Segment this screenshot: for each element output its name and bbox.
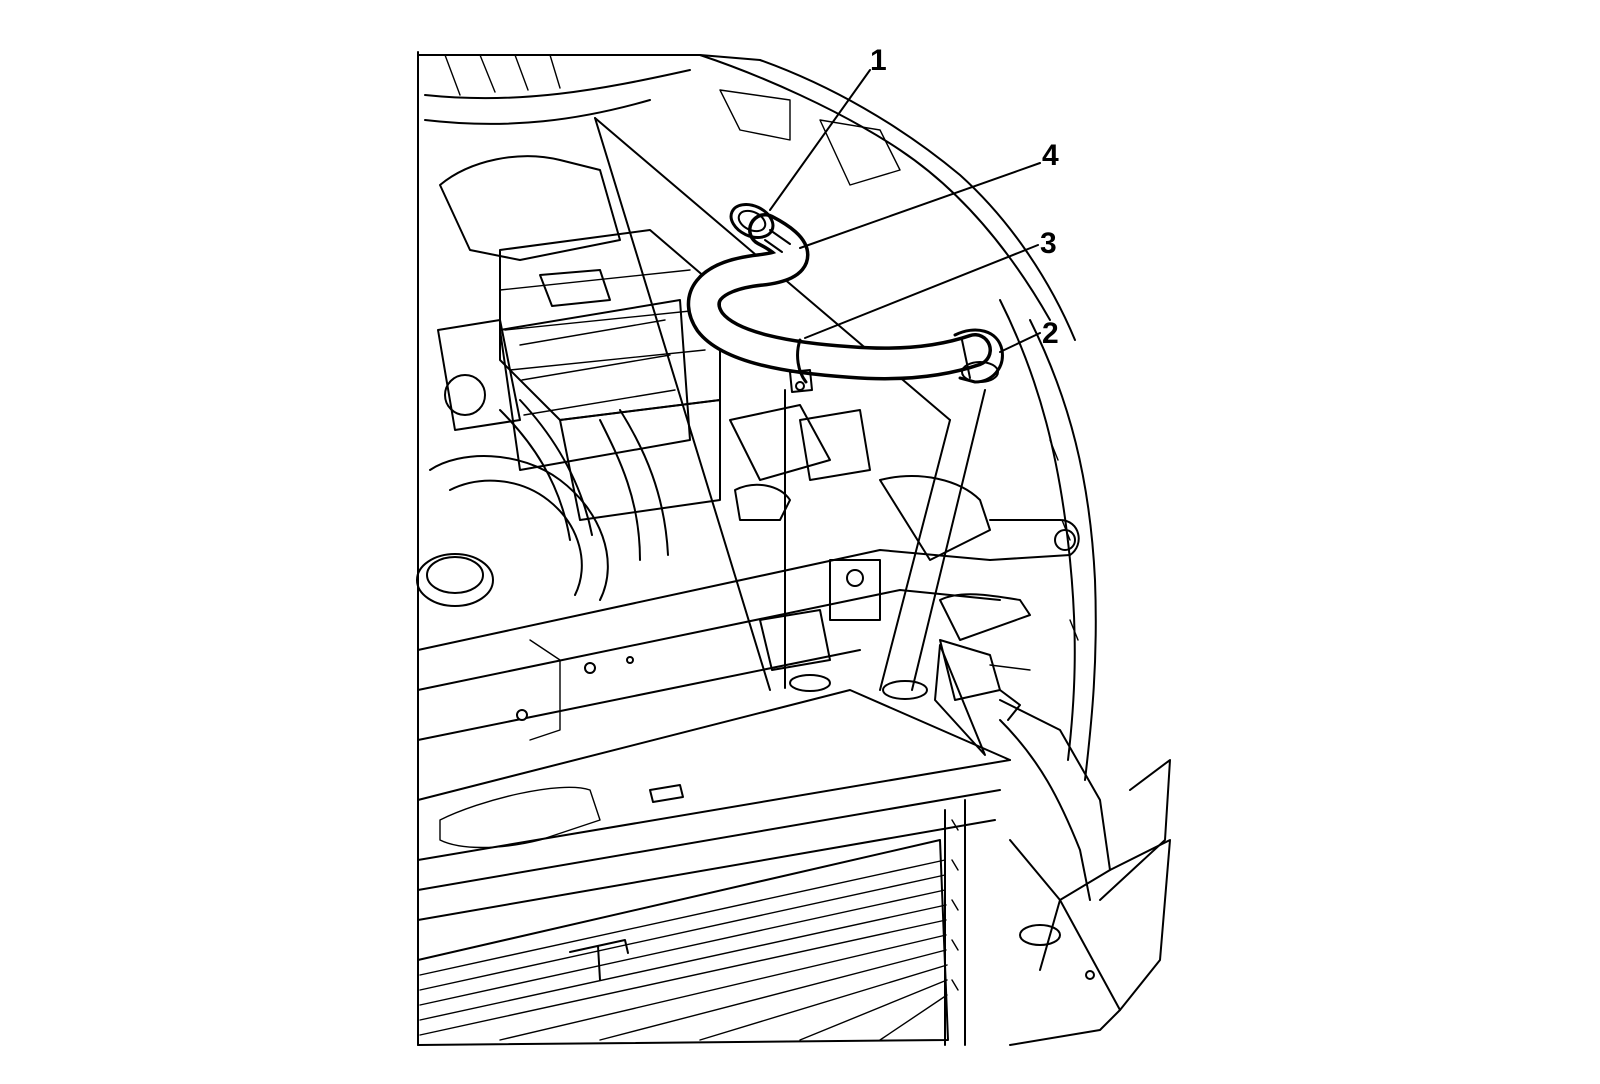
callout-3-leader [804,244,1039,339]
callout-4-leader [799,162,1041,249]
callout-2-label: 2 [1042,317,1059,350]
callout-4-label: 4 [1042,139,1059,172]
hose-retainer-clip [789,338,813,393]
radiator-hose [686,213,992,381]
engine-bay-illustration [416,51,1171,1046]
callout-1-leader [769,69,871,211]
upper-hose-clamp [729,203,791,253]
callout-1-label: 1 [870,44,887,77]
callout-leaders [769,69,1041,353]
callout-labels: 1 4 3 2 [870,44,1059,350]
callout-2-leader [999,332,1041,353]
callout-3-label: 3 [1040,227,1057,260]
